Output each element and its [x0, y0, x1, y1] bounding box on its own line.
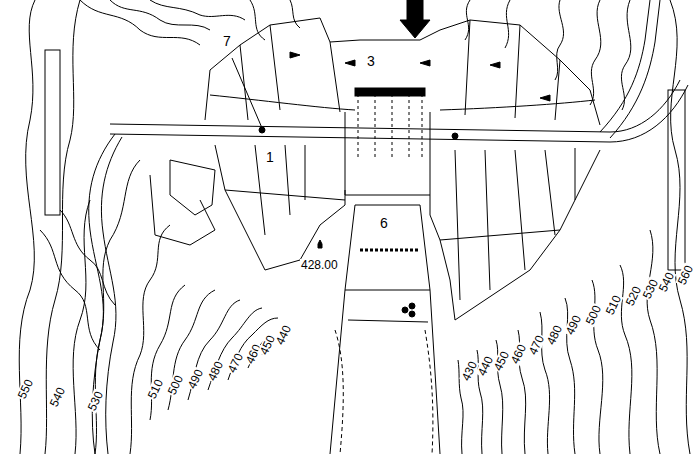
contour-elevation: 490	[563, 312, 583, 337]
contour-elevation: 540	[656, 269, 676, 294]
contour-elevation: 500	[165, 372, 185, 397]
contour-elevation: 510	[145, 376, 165, 401]
contour-elevation: 480	[205, 358, 225, 383]
contour-elevation: 440	[273, 322, 293, 347]
callout-number: 6	[379, 216, 389, 230]
contour-elevation: 510	[603, 292, 623, 317]
callout-number: 7	[222, 34, 232, 48]
contour-elevation: 480	[544, 322, 564, 347]
callout-number: 1	[265, 150, 275, 164]
contour-elevation: 460	[508, 341, 528, 366]
contour-elevation: 470	[225, 350, 245, 375]
contour-elevation: 560	[675, 262, 695, 287]
contour-elevation: 470	[526, 332, 546, 357]
contour-elevation: 450	[257, 332, 277, 357]
contour-elevation: 540	[47, 384, 67, 409]
callout-number: 3	[366, 54, 376, 68]
contour-elevation: 490	[185, 366, 205, 391]
contour-elevation: 530	[85, 388, 105, 413]
contour-elevation: 550	[15, 376, 35, 401]
contour-elevation: 500	[583, 302, 603, 327]
elevation-mark: 428.00	[300, 259, 339, 271]
